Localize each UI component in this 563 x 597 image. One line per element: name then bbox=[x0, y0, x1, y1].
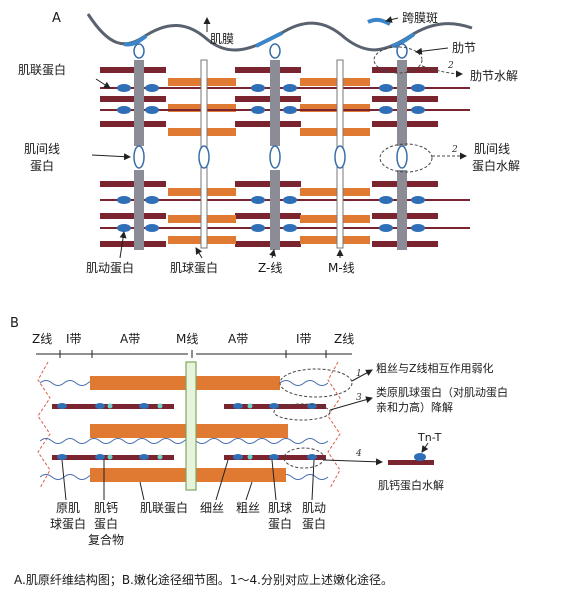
band-i-left: I带 bbox=[66, 332, 82, 346]
z-line-left-boundary bbox=[37, 361, 51, 489]
z-line-leader bbox=[269, 249, 276, 259]
label-nebulin-b: 肌联蛋白 bbox=[140, 500, 188, 515]
label-m-line: M-线 bbox=[328, 261, 355, 275]
tnt-leader bbox=[421, 442, 429, 453]
actin-beads-b bbox=[57, 403, 317, 460]
band-a-left: A带 bbox=[120, 332, 140, 346]
tnt-fragment bbox=[388, 460, 434, 465]
actin-leader bbox=[119, 231, 127, 259]
costamere-knot bbox=[396, 43, 408, 59]
annotation-1: 粗丝与Z线相互作用弱化 bbox=[376, 361, 494, 375]
costamere-patch bbox=[255, 31, 283, 48]
panel-b-letter: B bbox=[10, 316, 19, 331]
m-line-bar bbox=[185, 361, 197, 491]
path-number-4: 4 bbox=[355, 449, 362, 459]
band-range-ticks bbox=[59, 350, 327, 358]
costamere-patch bbox=[123, 34, 148, 47]
path-number-1: 1 bbox=[356, 369, 362, 379]
thin-filaments bbox=[100, 67, 438, 247]
annotation-3-line2: 亲和力高）降解 bbox=[376, 400, 453, 414]
path-number-3: 3 bbox=[356, 393, 362, 403]
label-rib-node: 肋节 bbox=[452, 40, 476, 55]
label-tropomyosin-line2: 球蛋白 bbox=[50, 516, 86, 531]
annotation-3-line1: 类原肌球蛋白（对肌动蛋白 bbox=[376, 385, 508, 399]
bottom-leaders bbox=[61, 459, 315, 501]
band-i-right: I带 bbox=[296, 332, 312, 346]
band-a-right: A带 bbox=[228, 332, 248, 346]
label-troponin-line2: 蛋白 bbox=[94, 516, 118, 531]
rib-hydrolysis-site bbox=[373, 46, 423, 74]
label-nebulin: 肌联蛋白 bbox=[18, 62, 66, 77]
costamere-knot bbox=[133, 43, 145, 59]
label-myosin-b-line2: 蛋白 bbox=[268, 516, 292, 531]
path-number-2a: 2 bbox=[447, 61, 454, 71]
label-desmin-hydrolysis-line2: 蛋白水解 bbox=[472, 158, 520, 173]
label-myosin: 肌球蛋白 bbox=[170, 260, 218, 275]
figure-caption: A.肌原纤维结构图；B.嫩化途径细节图。1～4.分别对应上述嫩化途径。 bbox=[14, 572, 393, 587]
label-myosin-b-line1: 肌球 bbox=[268, 501, 292, 515]
costamere-knot bbox=[269, 43, 281, 59]
z-discs bbox=[134, 60, 407, 250]
ann1-arrow bbox=[351, 369, 373, 382]
label-troponin-line3: 复合物 bbox=[88, 532, 124, 547]
region-3 bbox=[273, 403, 331, 421]
label-desmin-hydrolysis-line1: 肌间线 bbox=[474, 142, 510, 156]
label-tnt: Tn-T bbox=[417, 431, 442, 444]
label-z-line: Z-线 bbox=[258, 261, 282, 275]
panel-b: B Z线 I带 A带 M线 A带 I带 Z线 bbox=[10, 316, 508, 547]
label-tropomyosin-line1: 原肌 bbox=[56, 501, 80, 515]
panel-a-letter: A bbox=[52, 11, 61, 26]
label-troponin-line1: 肌钙 bbox=[94, 501, 118, 515]
desmin-leader bbox=[91, 153, 131, 161]
ann4-arrow bbox=[323, 458, 383, 466]
panel-a: A bbox=[18, 11, 520, 275]
label-actin-b-line1: 肌动 bbox=[302, 501, 326, 515]
annotation-4: 肌钙蛋白水解 bbox=[378, 478, 444, 492]
label-costamere: 跨膜斑 bbox=[402, 11, 438, 25]
costamere-patch bbox=[391, 32, 416, 48]
label-actin: 肌动蛋白 bbox=[86, 260, 134, 275]
label-thick-filament: 粗丝 bbox=[236, 501, 260, 515]
ann3-arrow bbox=[329, 396, 373, 411]
band-m: M线 bbox=[176, 332, 198, 346]
label-desmin-line1: 肌间线 bbox=[24, 142, 60, 156]
label-actin-b-line2: 蛋白 bbox=[302, 516, 326, 531]
label-sarcolemma: 肌膜 bbox=[210, 32, 234, 46]
actin-beads bbox=[117, 84, 425, 232]
desmin-hydrolysis-site bbox=[379, 143, 433, 173]
tnt-bead bbox=[414, 453, 426, 461]
nebulin-leader bbox=[95, 78, 111, 89]
desmin-loops bbox=[133, 145, 408, 169]
myosin-leader bbox=[195, 247, 203, 259]
label-desmin-line2: 蛋白 bbox=[30, 158, 54, 173]
band-z-right: Z线 bbox=[334, 332, 354, 346]
costamere-leader bbox=[385, 16, 399, 23]
path-number-2b: 2 bbox=[451, 145, 458, 155]
z-line-right-boundary bbox=[327, 361, 341, 489]
label-rib-hydrolysis: 肋节水解 bbox=[470, 68, 518, 83]
rib-node-leader bbox=[415, 47, 449, 55]
region-4 bbox=[283, 447, 325, 469]
region-1 bbox=[279, 368, 353, 398]
troponin-dots-b bbox=[107, 403, 253, 460]
costamere-patch bbox=[367, 17, 391, 26]
label-thin-filament: 细丝 bbox=[200, 501, 224, 515]
path2a-arrow bbox=[421, 65, 463, 78]
band-z-left: Z线 bbox=[32, 332, 52, 346]
